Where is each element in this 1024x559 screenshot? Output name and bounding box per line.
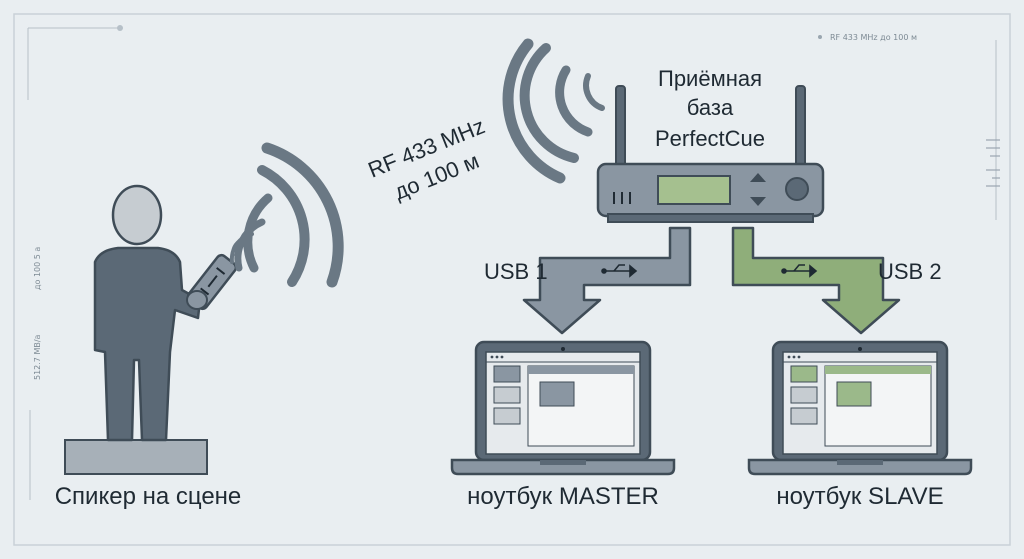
usb-symbol-icon (781, 264, 818, 278)
laptop-master-label: ноутбук MASTER (467, 483, 659, 510)
stage-platform (64, 439, 208, 475)
margin-bars (986, 139, 1000, 187)
speaker-head (111, 184, 163, 246)
base-label-line1: Приёмная (658, 66, 762, 91)
frame-border (13, 13, 1011, 546)
base-label-line3: PerfectCue (655, 126, 765, 151)
arrow-down-icon (750, 197, 766, 206)
receiver-vents (613, 192, 631, 204)
speaker-body (93, 246, 202, 442)
arrow-up-icon (750, 173, 766, 182)
margin-note-top-right: RF 433 MHz до 100 м (830, 33, 917, 42)
usb1-connector (522, 226, 692, 335)
margin-note-left-top: до 100 5 а (33, 247, 42, 290)
speaker-hand (186, 290, 208, 310)
usb-symbol-icon (601, 264, 638, 278)
signal-waves-speaker-icon (229, 142, 344, 288)
base-label-line2: база (687, 95, 734, 120)
receiver-display (657, 175, 731, 205)
receiver-base-icon (596, 85, 825, 223)
receiver-knob (785, 177, 809, 201)
laptop-slave-label: ноутбук SLAVE (776, 483, 943, 510)
signal-waves-base-icon (502, 38, 605, 184)
usb1-label: USB 1 (484, 259, 548, 284)
antenna-left (615, 85, 626, 171)
rf-label: RF 433 MHz до 100 м (365, 113, 489, 204)
margin-note-left-bottom: 512.7 МВ/а (33, 334, 42, 380)
frame-dot (117, 25, 123, 31)
laptop-master-icon (450, 340, 676, 476)
usb2-label: USB 2 (878, 259, 942, 284)
laptop-slave-icon (747, 340, 973, 476)
margin-dot (818, 35, 822, 39)
antenna-right (795, 85, 806, 171)
speaker-label: Спикер на сцене (55, 483, 242, 510)
receiver-base-foot (607, 213, 814, 223)
usb2-connector (731, 226, 901, 335)
speaker-figure-icon (64, 184, 238, 475)
